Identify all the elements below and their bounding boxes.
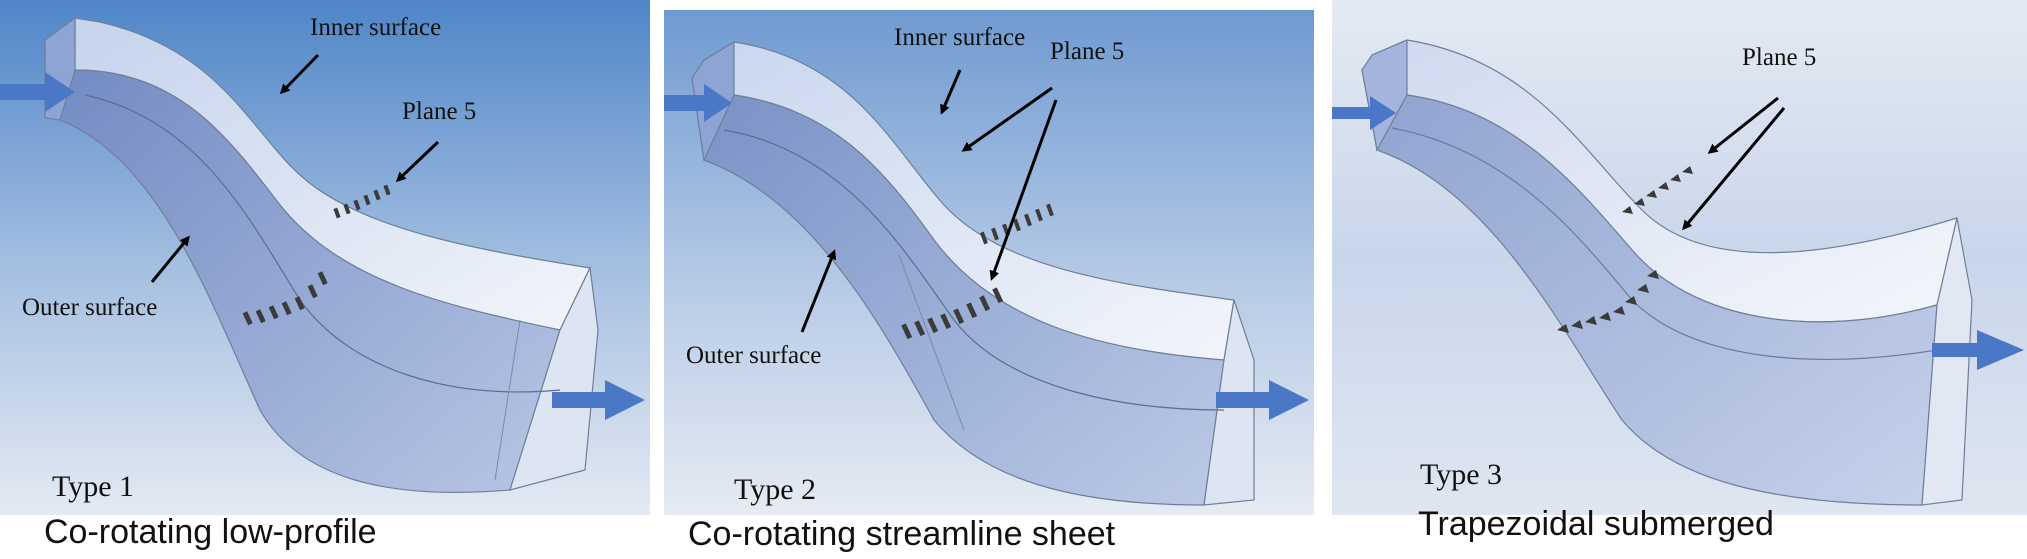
panel-2-render [664,10,1314,559]
plane-5-label: Plane 5 [1050,38,1125,65]
panel-caption: Trapezoidal submerged [1418,505,1774,543]
inflow-arrow [1332,96,1396,130]
vortex-generators-outer [1557,270,1659,333]
panel-type-2: Inner surface Plane 5 Outer surface Type… [664,0,1314,559]
panel-type-3: Plane 5 Type 3 Trapezoidal submerged [1332,0,2027,559]
inflow-arrow [0,72,75,112]
plane-5-label: Plane 5 [1742,44,1817,71]
vortex-generators-plane5 [1622,166,1693,214]
outflow-arrow [552,380,645,420]
type-label: Type 1 [52,470,135,503]
inner-surface-label: Inner surface [894,24,1026,51]
vortex-generators-outer [901,287,1004,340]
plane-5-label: Plane 5 [402,98,477,125]
outflow-arrow [1932,330,2024,370]
panel-type-1: Inner surface Plane 5 Outer surface Type… [0,0,650,559]
inner-surface-label: Inner surface [310,14,442,41]
outer-surface-label: Outer surface [22,294,158,321]
outflow-arrow [1216,380,1309,420]
vortex-generators-outer [242,271,328,326]
panel-3-render [1332,0,2027,559]
panel-caption: Co-rotating streamline sheet [688,515,1116,553]
panel-1-render [0,0,650,559]
type-label: Type 3 [1420,458,1503,491]
duct-exit-face [1921,217,1973,506]
type-label: Type 2 [734,473,817,506]
panel-caption: Co-rotating low-profile [44,513,377,551]
vortex-generators-plane5 [333,184,391,219]
outer-surface-label: Outer surface [686,342,822,369]
inflow-arrow [664,84,732,122]
